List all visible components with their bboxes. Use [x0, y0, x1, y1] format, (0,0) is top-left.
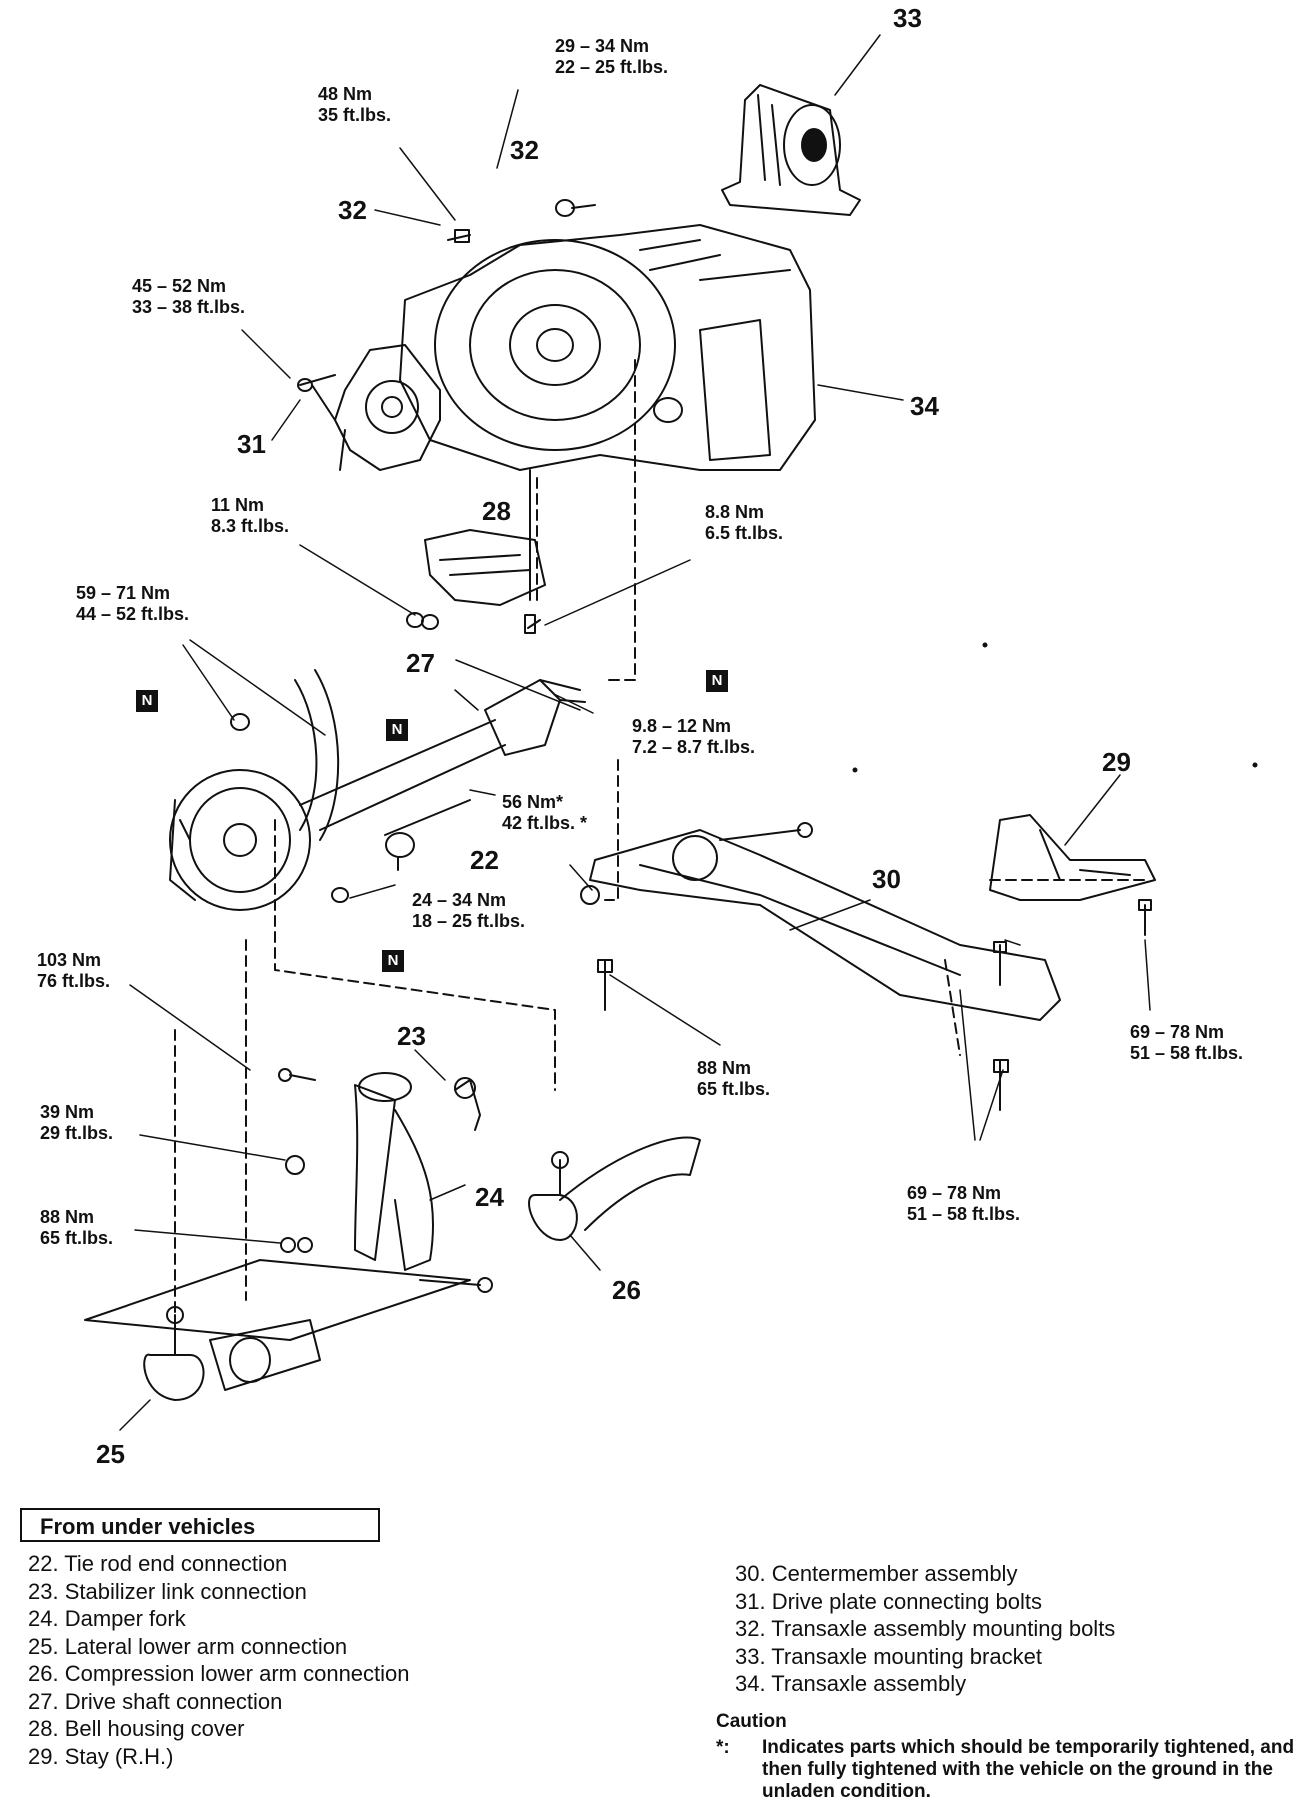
legend-item: 22. Tie rod end connection	[28, 1551, 288, 1576]
legend-item: 29. Stay (R.H.)	[28, 1743, 174, 1769]
stay-rh	[989, 814, 1156, 986]
legend-item: 34. Transaxle assembly	[735, 1671, 967, 1696]
torque-label: 56 Nm*42 ft.lbs. *	[502, 792, 588, 833]
legend-item: 30. Centermember assembly	[735, 1561, 1018, 1586]
callout-25: 25	[96, 1439, 125, 1469]
new-part-marker: N	[382, 950, 404, 972]
new-part-marker: N	[136, 690, 158, 712]
caution-asterisk-mark: *:	[716, 1737, 730, 1758]
callout-34: 34	[910, 391, 939, 421]
legend-item: 26. Compression lower arm connection	[28, 1661, 410, 1686]
callout-24: 24	[475, 1182, 504, 1212]
legend-item: 25. Lateral lower arm connection	[28, 1633, 348, 1659]
callout-27: 27	[406, 648, 435, 678]
callout-31: 31	[237, 429, 266, 459]
legend-item: 33. Transaxle mounting bracket	[735, 1643, 1042, 1669]
mounting-bolts	[297, 199, 596, 392]
callout-32: 32	[510, 135, 539, 165]
caution-text: Indicates parts which should be temporar…	[762, 1737, 1295, 1802]
centermember-assembly	[589, 822, 1061, 1111]
stabilizer-link	[454, 1077, 481, 1131]
legend-item: 31. Drive plate connecting bolts	[735, 1588, 1042, 1614]
bell-housing-cover	[424, 469, 546, 634]
damper-fork	[354, 1072, 493, 1293]
legend-item: 24. Damper fork	[28, 1606, 186, 1631]
exploded-view-drawing	[84, 34, 1258, 1431]
legend-title: From under vehicles	[20, 1508, 380, 1542]
legend-right-list: 30. Centermember assembly 31. Drive plat…	[735, 1560, 1115, 1698]
nuts	[230, 612, 600, 1253]
legend-item: 32. Transaxle assembly mounting bolts	[735, 1616, 1116, 1641]
callout-28: 28	[482, 496, 511, 526]
transaxle-mounting-bracket	[721, 84, 861, 216]
new-part-marker: N	[706, 670, 728, 692]
callout-29: 29	[1102, 747, 1131, 777]
new-part-marker: N	[386, 719, 408, 741]
steering-knuckle	[169, 669, 340, 911]
drive-plate	[311, 344, 441, 471]
legend-left-list: 22. Tie rod end connection 23. Stabilize…	[28, 1550, 410, 1770]
callout-23: 23	[397, 1021, 426, 1051]
callout-33: 33	[893, 3, 922, 33]
caution-note: Caution *: Indicates parts which should …	[716, 1711, 1306, 1803]
legend-item: 23. Stabilizer link connection	[28, 1578, 307, 1604]
transaxle-assembly	[399, 224, 816, 471]
callout-26: 26	[612, 1275, 641, 1305]
callout-22: 22	[470, 845, 499, 875]
guide-lines	[174, 359, 1151, 1321]
legend-item: 28. Bell housing cover	[28, 1716, 245, 1741]
callout-30: 30	[872, 864, 901, 894]
compression-lower-arm	[528, 1136, 701, 1241]
legend-item: 27. Drive shaft connection	[28, 1688, 283, 1714]
lateral-lower-arm	[84, 1259, 471, 1401]
callout-32: 32	[338, 195, 367, 225]
specks	[852, 642, 1258, 773]
caution-heading: Caution	[716, 1711, 787, 1732]
tie-rod-end	[384, 799, 471, 871]
leader-lines	[119, 34, 1151, 1431]
drive-shaft	[299, 679, 586, 831]
